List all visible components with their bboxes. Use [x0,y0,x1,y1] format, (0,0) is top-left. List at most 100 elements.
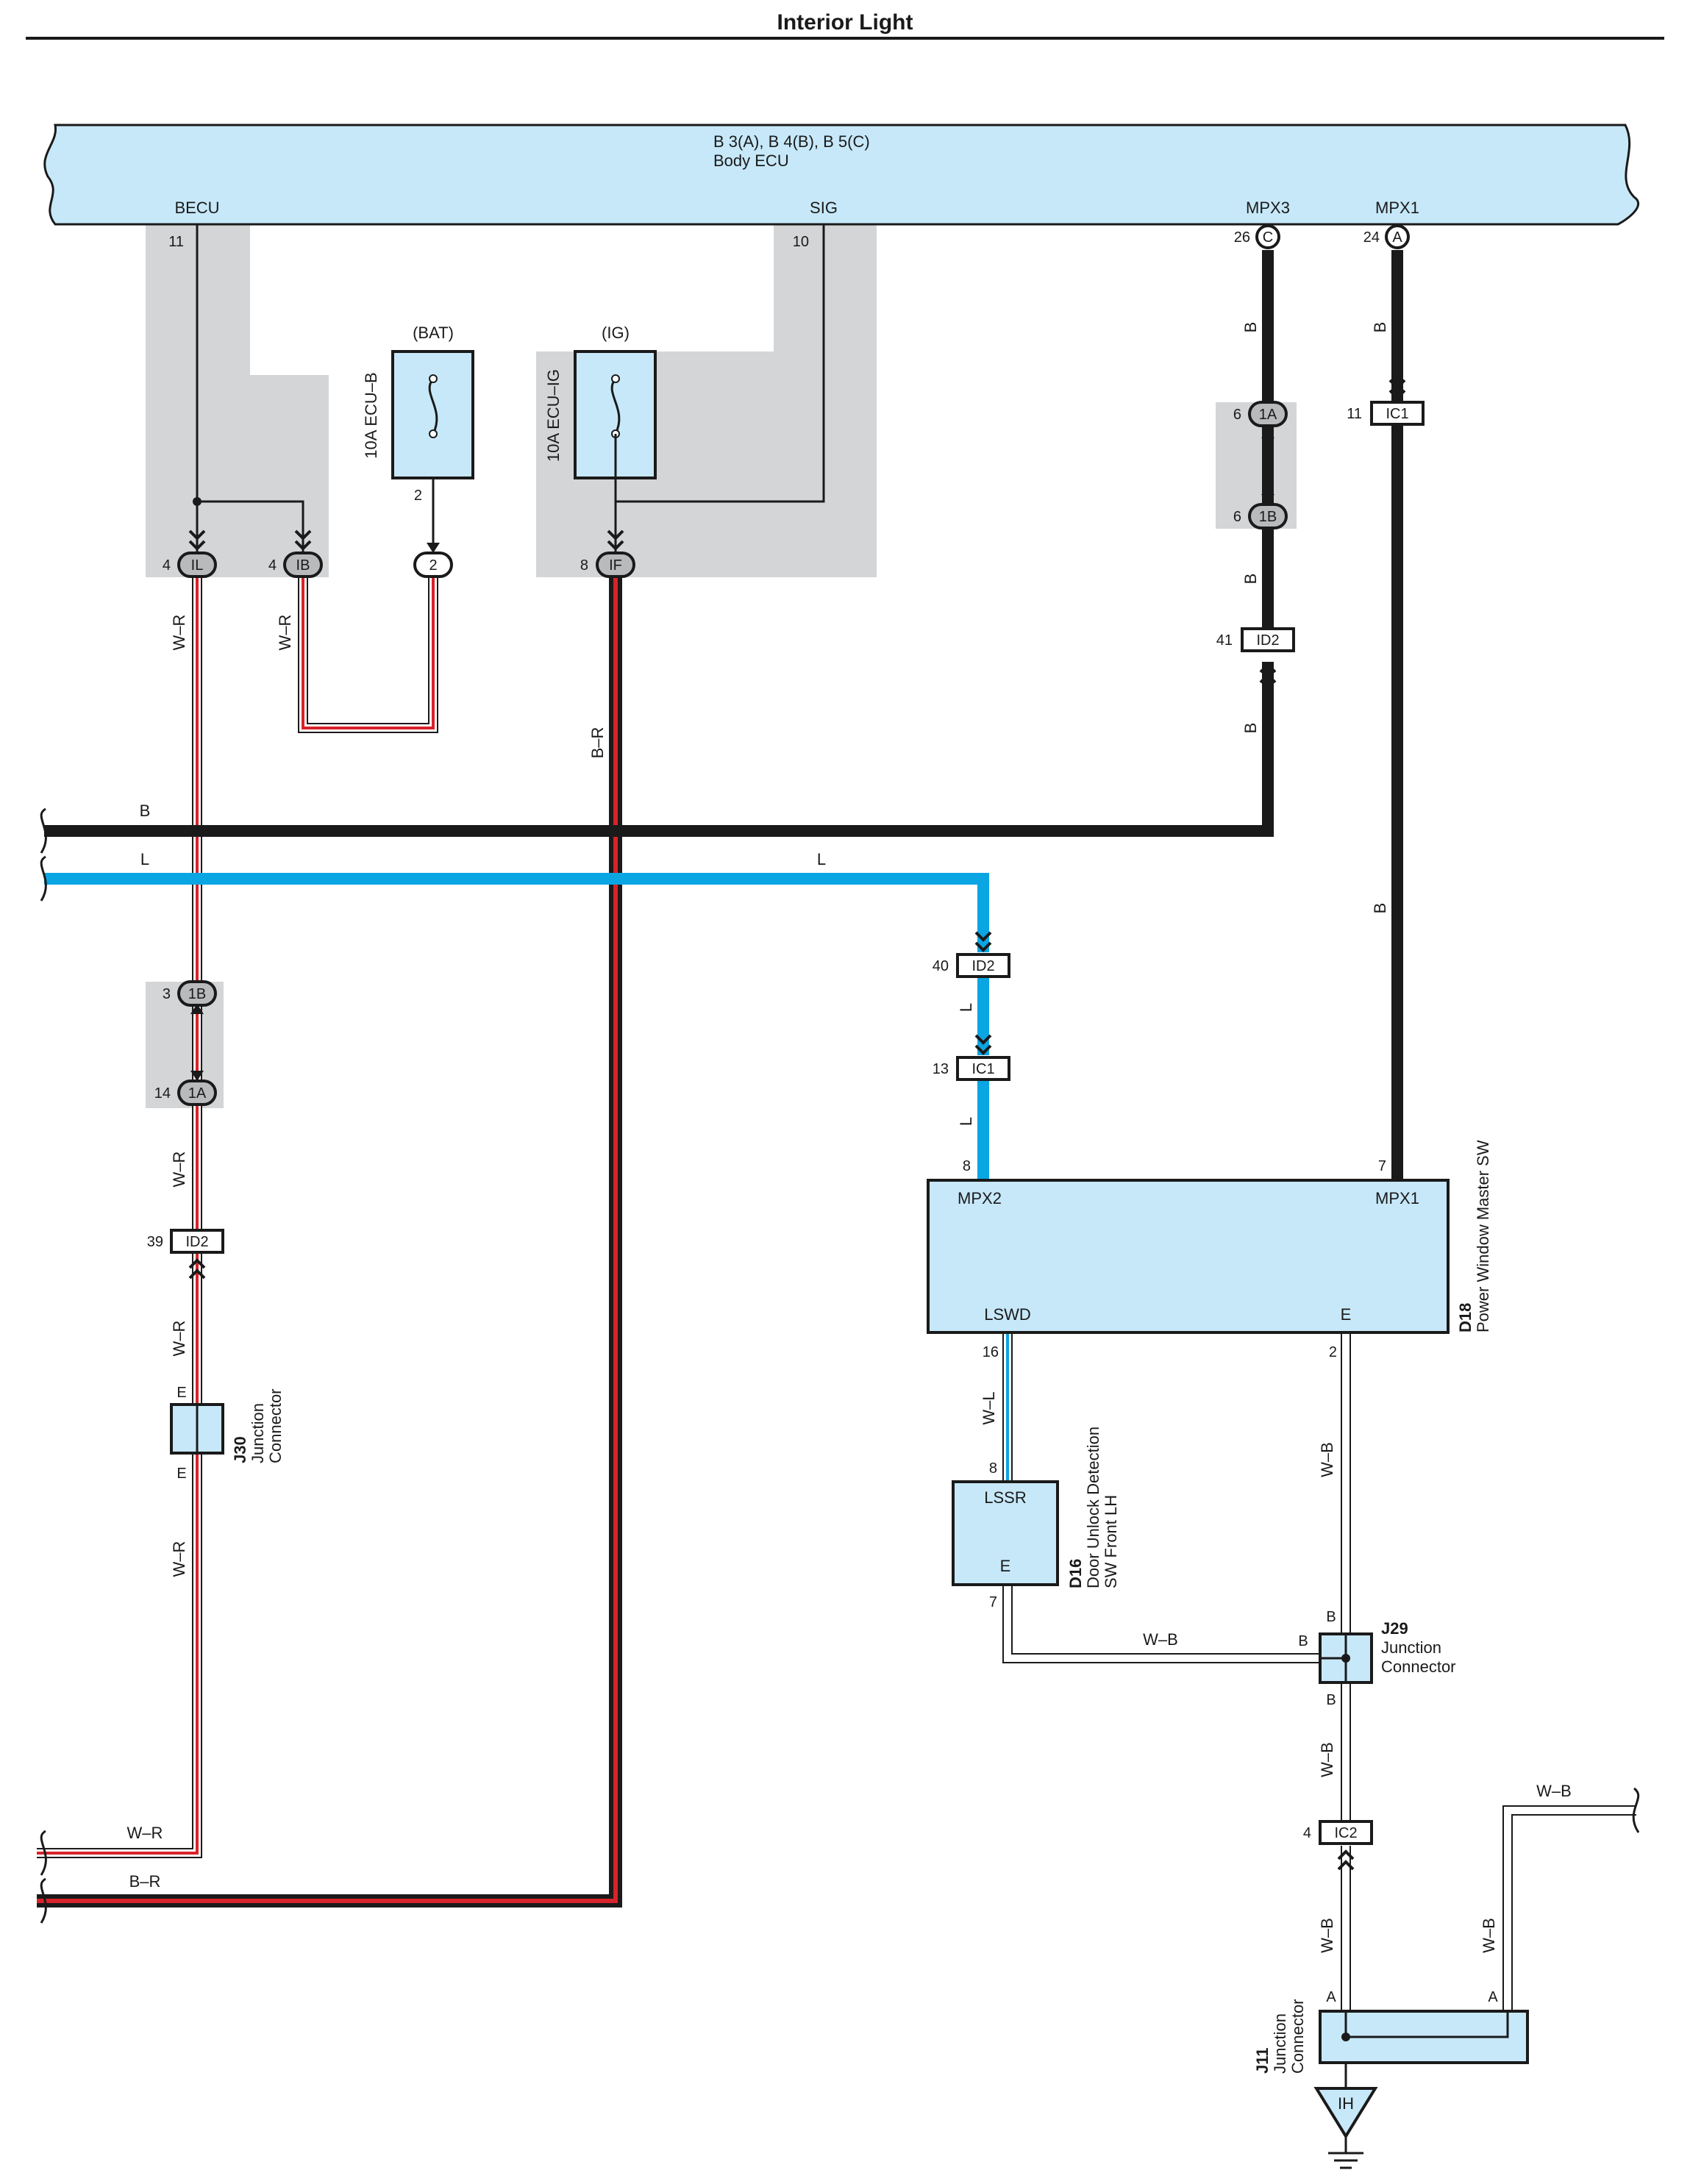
wire-label-b-r2: B [1241,574,1260,585]
wire-label-b-r1: B [1241,322,1260,333]
wire-label-b-r-2: B–R [129,1872,161,1891]
ic2-pin: 4 [1303,1825,1311,1841]
mpx3-pin: 26 [1234,229,1250,246]
wire-label-b-mpx1-2: B [1371,903,1389,914]
splice-ib [283,552,323,578]
becu-terminal-label: BECU [174,199,219,217]
d16-name-1: Door Unlock Detection [1084,1427,1102,1588]
wire-label-w-r-5: W–R [170,1541,188,1577]
wire-label-w-b-2: W–B [1318,1442,1336,1477]
splice-il-pin: 4 [163,557,171,574]
wire-w-b [1002,1332,1636,2011]
d16-lssr-pin: 8 [989,1460,997,1477]
ic1-mid-pin: 13 [933,1061,949,1077]
mpx3-terminal-label: MPX3 [1246,199,1290,217]
splice-r1b-pin: 6 [1233,509,1241,525]
j11-left: A [1326,1989,1336,2005]
splice-l1b-label: 1B [188,986,206,1002]
splice-ib-pin: 4 [268,557,277,574]
j11-id: J11 [1253,2048,1272,2074]
ecu-connector-a [1385,224,1410,249]
break-marks [40,807,1640,1924]
j29-bottom: B [1326,1692,1336,1708]
splice-ib-label: IB [296,557,310,574]
sig-pin: 10 [793,234,809,250]
splice-l1b [177,980,217,1007]
wire-label-w-l: W–L [980,1391,998,1424]
wire-w-r-loop [298,577,438,733]
wire-label-w-b-6: W–B [1536,1782,1572,1800]
page-title: Interior Light [777,10,913,35]
j30-id: J30 [231,1436,249,1463]
fuse-ecu-ig-name: 10A ECU–IG [544,369,563,462]
ic1-top-pin: 11 [1347,406,1362,422]
sig-terminal-label: SIG [810,199,838,217]
d18-lswd-pin: 16 [983,1344,999,1360]
d18-mpx2-label: MPX2 [958,1189,1002,1207]
wire-label-w-b-3: W–B [1318,1742,1336,1777]
wire-label-b-mpx1-1: B [1371,322,1389,333]
d16-e-label: E [1000,1557,1011,1575]
ic2-label: IC2 [1334,1825,1357,1841]
fuse-ecu-b-pin: 2 [414,488,422,504]
j11-line2: Connector [1288,1999,1307,2074]
id2-mid-label: ID2 [971,958,994,974]
id2-top-pin: 41 [1216,632,1233,649]
d16-box [952,1480,1059,1586]
id2-top-label: ID2 [1256,632,1279,649]
ecu-connector-a-label: A [1392,229,1402,246]
wire-label-w-r-1: W–R [170,615,188,651]
j30-line1: Junction [249,1403,267,1463]
fuse-ecu-ig [574,350,657,552]
connector-arrows [188,379,1406,1871]
splice-il [177,552,217,578]
mpx1-pin: 24 [1363,229,1380,246]
ground-label: IH [1338,2094,1354,2113]
splice-r1a [1248,401,1288,427]
ground-icon [1313,2063,1378,2169]
wire-label-b-horiz: B [140,802,151,820]
splice-l1a-pin: 14 [154,1085,171,1102]
fuse-ecu-b-name: 10A ECU–B [362,372,380,458]
body-ecu-name: Body ECU [713,151,789,170]
shaded-groups [146,221,1297,1108]
wire-label-w-r-4: W–R [170,1321,188,1357]
wire-label-w-r-6: W–R [127,1824,163,1842]
mpx1-terminal-label: MPX1 [1375,199,1419,217]
splice-dot [193,497,202,506]
d18-id: D18 [1456,1303,1475,1332]
splice-if-label: IF [609,557,622,574]
d16-lssr-label: LSSR [984,1488,1026,1507]
ecu-connector-c-label: C [1263,229,1273,246]
wire-b-mpx3 [44,250,1274,837]
splice-if [596,552,635,578]
fuse-ecu-b [391,350,474,479]
wire-color-labels: B B B B B B L L L L W–R W–R W–R W–R W–R … [127,322,1572,1953]
splice-r1b [1248,503,1288,529]
becu-pin: 11 [168,234,184,250]
wire-label-l-2: L [817,850,826,868]
j11-line1: Junction [1271,2013,1289,2074]
j30-top: E [177,1385,186,1401]
d18-e-label: E [1341,1305,1352,1324]
j29-line1: Junction [1381,1638,1441,1657]
splice-l1a-label: 1A [188,1085,207,1102]
wire-label-w-r-2: W–R [276,615,294,651]
splice-2-label: 2 [429,557,437,574]
j30-box [170,1403,224,1455]
wire-becu [196,224,304,552]
d18-mpx1-pin: 7 [1378,1158,1386,1174]
ic1-top-label: IC1 [1386,406,1408,422]
splice-if-pin: 8 [580,557,588,574]
j29-box [1319,1632,1373,1684]
splice-r1a-pin: 6 [1233,407,1241,423]
d18-lswd-label: LSWD [984,1305,1031,1324]
wire-b-r [37,577,622,1908]
body-ecu-code: B 3(A), B 4(B), B 5(C) [713,132,870,151]
d16-id: D16 [1066,1559,1085,1588]
wire-label-b-r-1: B–R [588,727,607,759]
oval-connectors [177,401,1288,1106]
splice-r1a-label: 1A [1259,407,1277,423]
d16-e-pin: 7 [989,1594,997,1610]
